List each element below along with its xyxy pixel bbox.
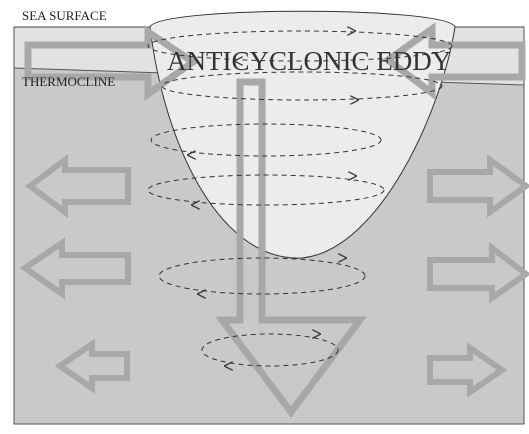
thermocline-label: THERMOCLINE [22,74,115,89]
eddy-title: ANTICYCLONIC EDDY [167,46,451,76]
sea-surface-label: SEA SURFACE [22,8,107,23]
